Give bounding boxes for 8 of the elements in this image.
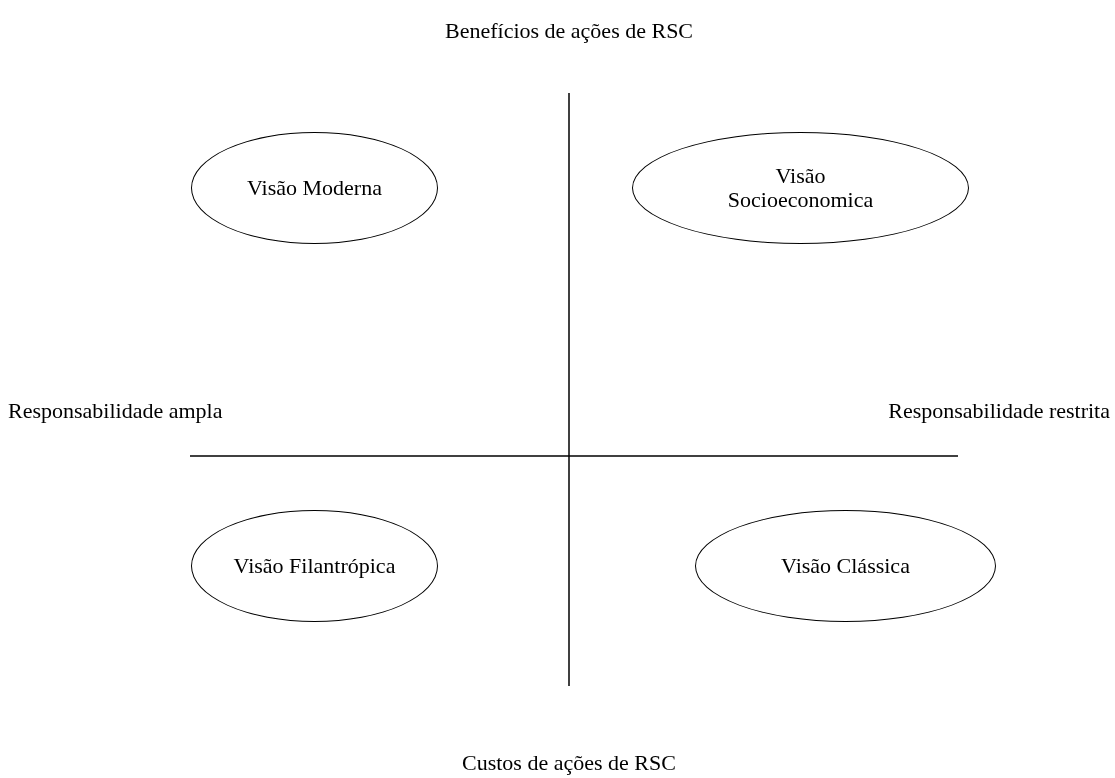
axis-label: Custos de ações de RSC <box>462 750 676 776</box>
ellipse-label: Visão Filantrópica <box>233 554 396 578</box>
axis-label: Benefícios de ações de RSC <box>445 18 694 44</box>
ellipse-label: Visão Moderna <box>247 176 382 200</box>
ellipse-label: Visão Socioeconomica <box>726 164 875 212</box>
axis-label: Responsabilidade ampla <box>8 398 223 424</box>
ellipse-label: Visão Clássica <box>781 554 910 578</box>
axis-label: Responsabilidade restrita <box>888 398 1110 424</box>
